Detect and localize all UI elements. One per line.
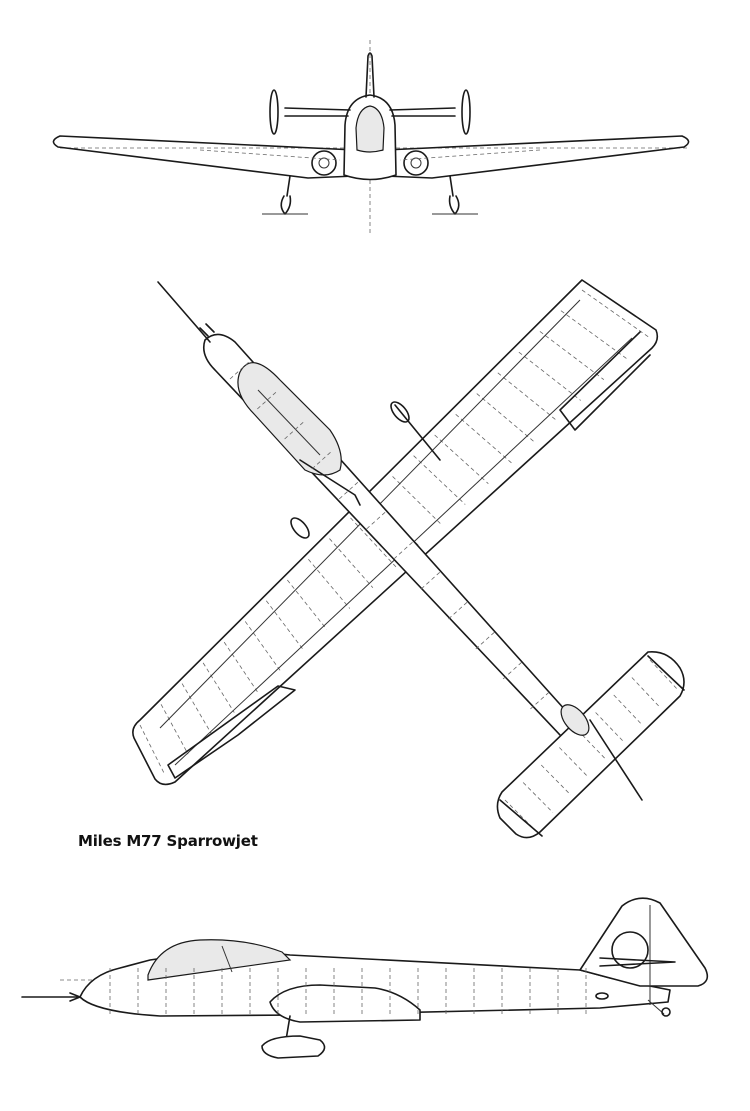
construction-line — [257, 390, 278, 410]
construction-line — [160, 704, 189, 755]
construction-line — [202, 662, 235, 713]
construction-line — [229, 360, 251, 380]
construction-line — [518, 351, 581, 401]
construction-line — [287, 579, 327, 630]
construction-line — [434, 434, 489, 484]
construction-line — [413, 455, 466, 505]
construction-line — [475, 630, 497, 650]
construction-line — [181, 683, 212, 734]
construction-line — [223, 641, 258, 692]
construction-line — [311, 450, 333, 470]
front-view — [52, 40, 690, 235]
construction-line — [366, 510, 387, 530]
construction-line — [420, 570, 442, 590]
construction-line — [284, 420, 305, 440]
construction-line — [265, 600, 304, 651]
construction-line — [539, 331, 605, 380]
construction-line — [393, 540, 415, 560]
construction-line — [522, 782, 554, 813]
construction-line — [338, 480, 360, 500]
construction-line — [476, 393, 535, 443]
construction-line — [455, 413, 512, 464]
construction-line — [448, 600, 469, 620]
construction-line — [244, 621, 281, 672]
side-view — [21, 897, 709, 1059]
construction-line — [530, 690, 551, 710]
construction-line — [497, 372, 558, 422]
construction-line — [392, 476, 443, 526]
construction-line — [329, 538, 374, 588]
construction-line — [139, 724, 166, 776]
construction-line — [502, 660, 524, 680]
plan-view — [132, 279, 685, 839]
drawing-caption: Miles M77 Sparrowjet — [78, 832, 258, 850]
construction-line — [308, 559, 351, 609]
construction-line — [540, 764, 572, 796]
